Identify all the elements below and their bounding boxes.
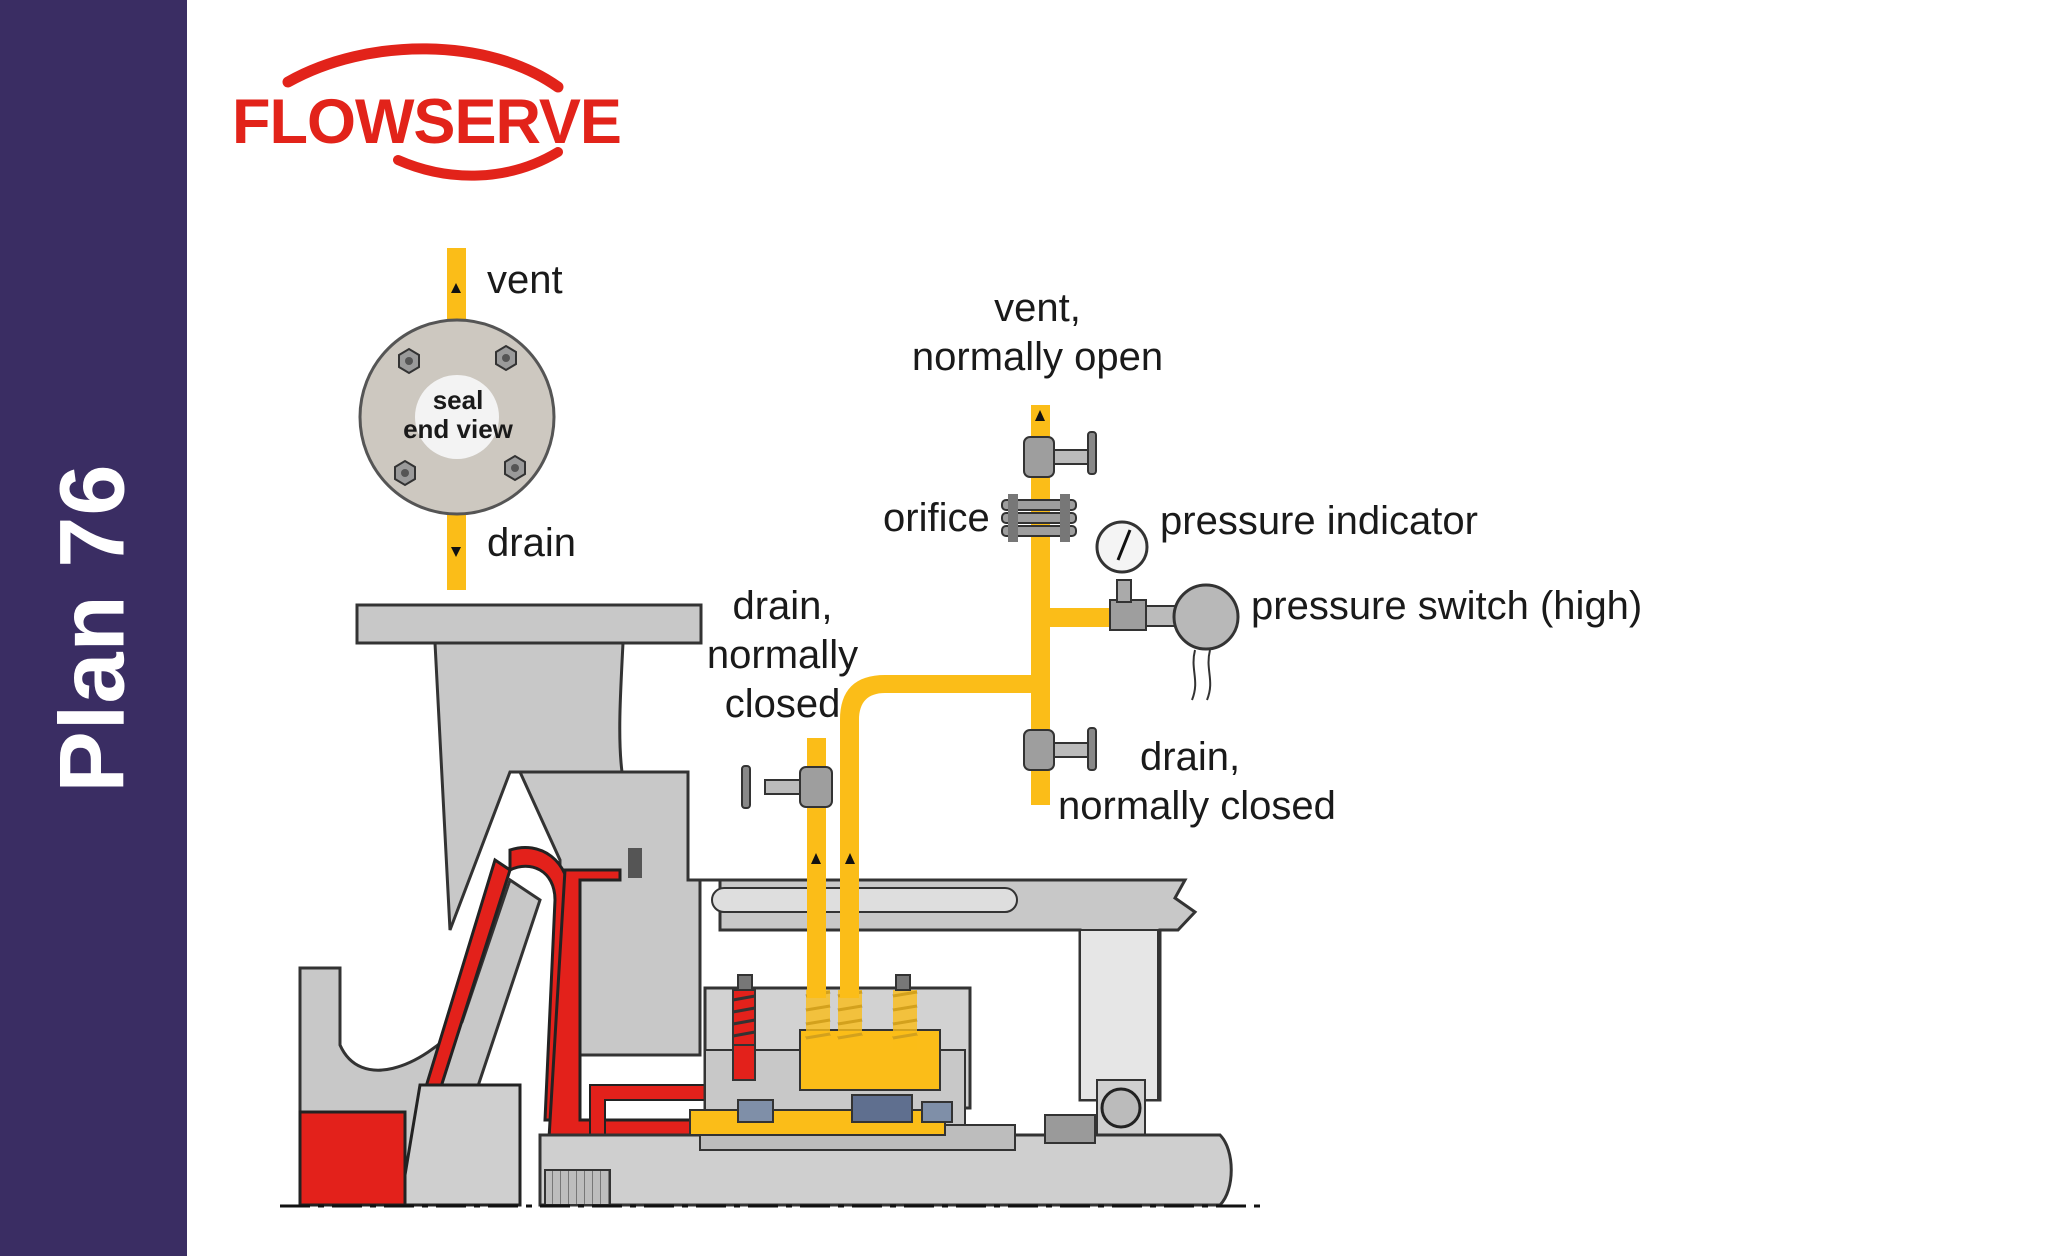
valve-drain-right — [1023, 727, 1097, 771]
drain-nc-left-line2: normally — [706, 633, 859, 677]
logo-swoosh-icon — [282, 43, 564, 181]
pressure-switch-label: pressure switch (high) — [1251, 584, 1643, 628]
seal-end-view-line1: seal — [432, 385, 484, 415]
pressure-switch-icon — [1145, 583, 1240, 701]
drain-normally-closed-left-label: drain, normally closed — [700, 582, 865, 729]
seal-end-view-label: seal end view — [400, 386, 516, 444]
sidebar: Plan 76 — [0, 0, 187, 1256]
drain-label: drain — [487, 521, 576, 565]
vent-label: vent — [487, 258, 563, 302]
vent-normally-open-label: vent, normally open — [900, 284, 1175, 382]
valve-drain-left — [741, 765, 833, 809]
drain-nc-left-line3: closed — [724, 682, 841, 726]
vent-normally-open-line2: normally open — [911, 335, 1164, 379]
pressure-indicator-label: pressure indicator — [1160, 499, 1478, 543]
orifice-label: orifice — [883, 496, 990, 540]
seal-end-view-line2: end view — [403, 414, 513, 444]
drain-normally-closed-right-line1: drain, — [1140, 735, 1241, 779]
vent-normally-open-line1: vent, — [994, 286, 1081, 330]
shaft — [280, 1133, 1260, 1208]
drain-nc-left-line1: drain, — [732, 584, 833, 628]
drain-normally-closed-right-line2: normally closed — [1058, 784, 1336, 828]
flowserve-logo: FLOWSERVE — [228, 42, 648, 192]
orifice-flange — [1001, 494, 1077, 542]
logo-text: FLOWSERVE — [232, 87, 622, 157]
seal-cartridge — [689, 974, 1096, 1151]
pressure-indicator-icon — [1095, 520, 1149, 631]
seal-end-view — [358, 248, 556, 590]
valve-vent — [1023, 431, 1097, 478]
